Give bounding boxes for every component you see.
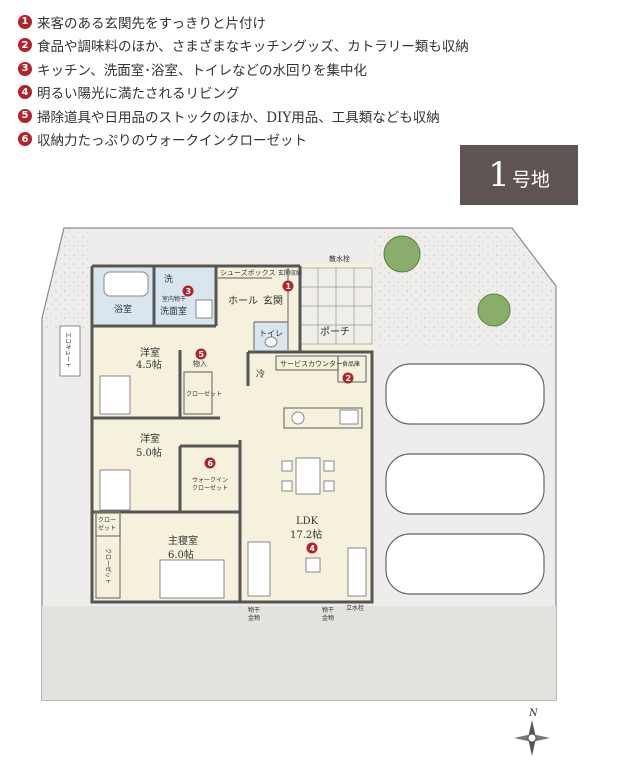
wash-sink [195,299,213,319]
feature-number-badge: 3 [18,61,32,76]
cooktop [339,409,359,425]
beds [99,375,225,599]
label-western2-size: 5.0帖 [136,446,162,459]
label-western2: 洋室 [140,432,160,445]
label-drying-hw2a: 物干 [322,606,334,614]
label-pantry: 食品庫 [342,360,360,368]
feature-text: 収納力たっぷりのウォークインクローゼット [37,133,307,150]
compass-north-label: N [528,708,539,719]
dining-set [281,457,335,495]
markers: 1 2 3 4 5 6 [182,280,354,554]
low-table [305,557,321,573]
label-service-counter: サービスカウンター [280,359,343,368]
feature-text: キッチン、洗面室･浴室、トイレなどの水回りを集中化 [37,62,367,79]
marker-1: 1 [286,282,292,291]
label-entrance: 玄関 [263,294,283,307]
compass-rose: N [514,708,550,756]
label-hall: ホール [228,295,258,307]
label-western1-size: 4.5帖 [136,358,162,371]
label-walkin2: クローゼット [192,484,228,492]
feature-number-badge: 4 [18,85,32,100]
tree [477,293,511,327]
label-master-size: 6.0帖 [168,548,194,561]
label-bath: 浴室 [114,303,132,315]
sofa [247,541,271,597]
feature-text: 来客のある玄関先をすっきりと片付け [37,15,266,32]
label-fridge: 冷 [256,368,265,380]
gravel-west [42,228,88,330]
walls [90,264,374,604]
label-ecocute: エコキュート [64,332,71,368]
label-closet-c: クローゼット [104,548,112,584]
label-storage-small: 物入 [193,359,207,368]
marker-5: 5 [199,350,205,359]
feature-item: 2 食品や調味料のほか、さまざまなキッチングッズ、カトラリー類も収納 [18,34,518,58]
lot-suffix: 号地 [511,168,550,191]
label-shoebox: シューズボックス [220,268,275,277]
feature-item: 4 明るい陽光に満たされるリビング [18,81,518,105]
marker-6: 6 [208,459,214,468]
tree [383,235,421,273]
feature-number-badge: 2 [18,38,32,53]
marker-4: 4 [310,544,316,553]
label-closet: クローゼット [186,390,222,398]
label-entrance-storage: 玄関収納 [278,269,302,277]
label-bicycle: 散水栓 [329,254,350,263]
feature-item: 1 来客のある玄関先をすっきりと片付け [18,10,518,34]
ecocute-unit [59,325,81,377]
label-drying-hw1b: 金物 [248,614,260,622]
label-walkin1: ウォークイン [192,476,228,484]
label-ldk-size: 17.2帖 [290,528,322,541]
label-wash-small: 洗 [164,273,173,285]
feature-number-badge: 5 [18,108,32,123]
label-drying-hw1a: 物干 [248,606,260,614]
feature-item: 3 キッチン、洗面室･浴室、トイレなどの水回りを集中化 [18,57,518,81]
label-toilet: トイレ [259,329,283,338]
feature-list: 1 来客のある玄関先をすっきりと片付け 2 食品や調味料のほか、さまざまなキッチング… [18,10,518,151]
marker-3: 3 [186,287,192,296]
label-closet-a: クロー [98,517,116,524]
feature-text: 掃除道具や日用品のストックのほか、DIY用品、工具類なども収納 [37,109,440,126]
kitchen-sink [291,411,305,425]
feature-number-badge: 6 [18,132,32,147]
label-master: 主寝室 [168,534,198,547]
marker-2: 2 [346,374,352,383]
bathtub [103,271,149,297]
tv-board [347,547,367,597]
toilet-fixture [264,336,278,348]
feature-text: 明るい陽光に満たされるリビング [37,86,240,103]
lot-number: 1 [488,155,510,195]
porch-tiles [299,267,373,345]
feature-number-badge: 1 [18,14,32,29]
label-porch: ポーチ [320,326,350,338]
feature-text: 食品や調味料のほか、さまざまなキッチングッズ、カトラリー類も収納 [37,39,469,56]
feature-item: 5 掃除道具や日用品のストックのほか、DIY用品、工具類なども収納 [18,104,518,128]
label-drying-hw2b: 金物 [322,614,334,622]
label-closet-b: ゼット [98,524,116,532]
label-outdoor-faucet: 立水栓 [346,604,364,612]
label-ldk: LDK [296,516,319,527]
label-laundry-note: 室内物干 [162,295,186,303]
label-western1: 洋室 [140,346,160,359]
feature-item: 6 収納力たっぷりのウォークインクローゼット [18,128,518,152]
road-strip [42,606,556,700]
label-washroom: 洗面室 [160,305,187,317]
parking-cars [385,363,545,595]
